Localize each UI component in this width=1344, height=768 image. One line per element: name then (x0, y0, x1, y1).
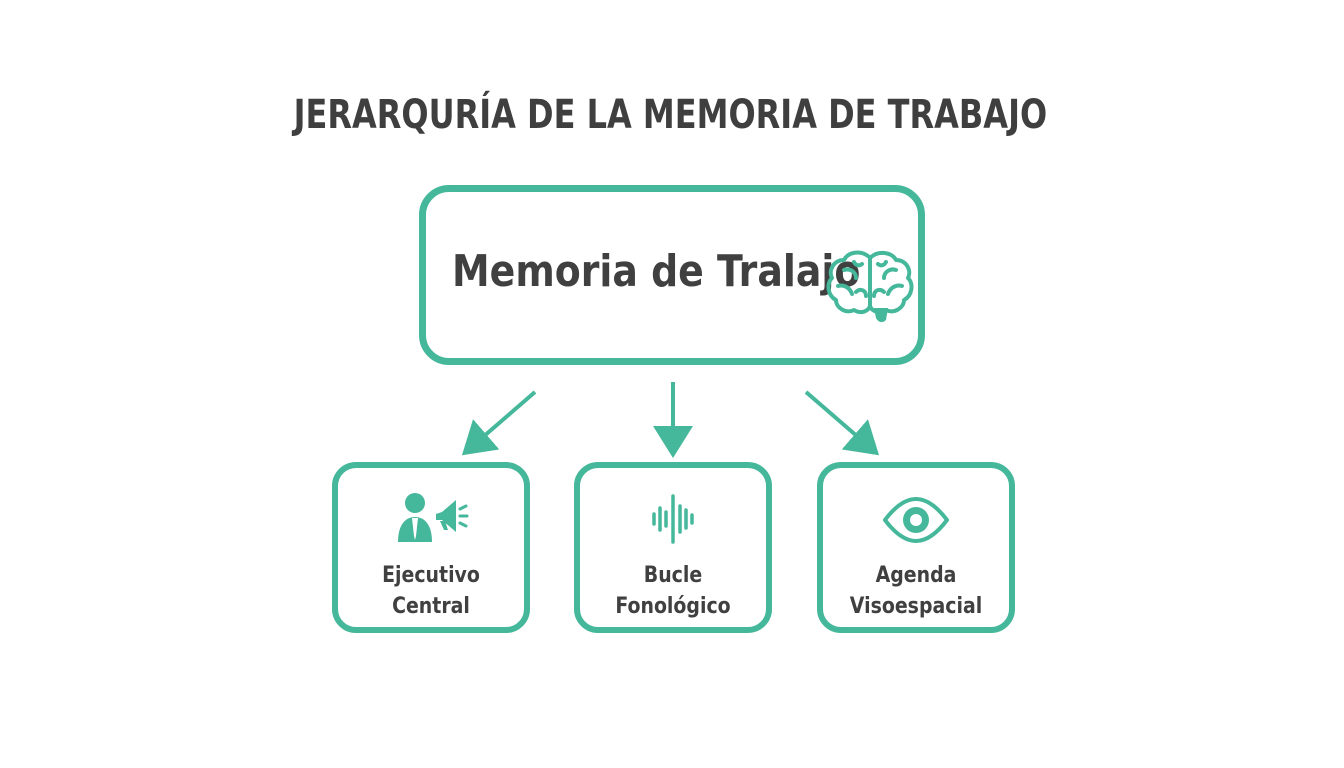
root-node: Memoria de Tralajo (419, 185, 925, 365)
node-label: Ejecutivo Central (382, 563, 480, 619)
arrow-to-ejecutivo-central (461, 390, 537, 456)
node-label: Bucle Fonológico (615, 563, 731, 619)
node-agenda-visoespacial: Agenda Visoespacial (817, 462, 1015, 633)
root-node-label: Memoria de Tralajo (452, 246, 861, 297)
eye-icon (883, 497, 949, 543)
node-ejecutivo-central: Ejecutivo Central (332, 462, 530, 633)
diagram-title: JERARQURÍA DE LA MEMORIA DE TRABAJO (293, 92, 1048, 138)
node-bucle-fonologico: Bucle Fonológico (574, 462, 772, 633)
arrow-to-agenda-visoespacial (804, 390, 880, 456)
speaker-megaphone-icon (398, 493, 469, 542)
node-label: Agenda Visoespacial (849, 563, 983, 619)
sound-wave-icon (652, 494, 694, 544)
brain-icon (826, 250, 914, 323)
